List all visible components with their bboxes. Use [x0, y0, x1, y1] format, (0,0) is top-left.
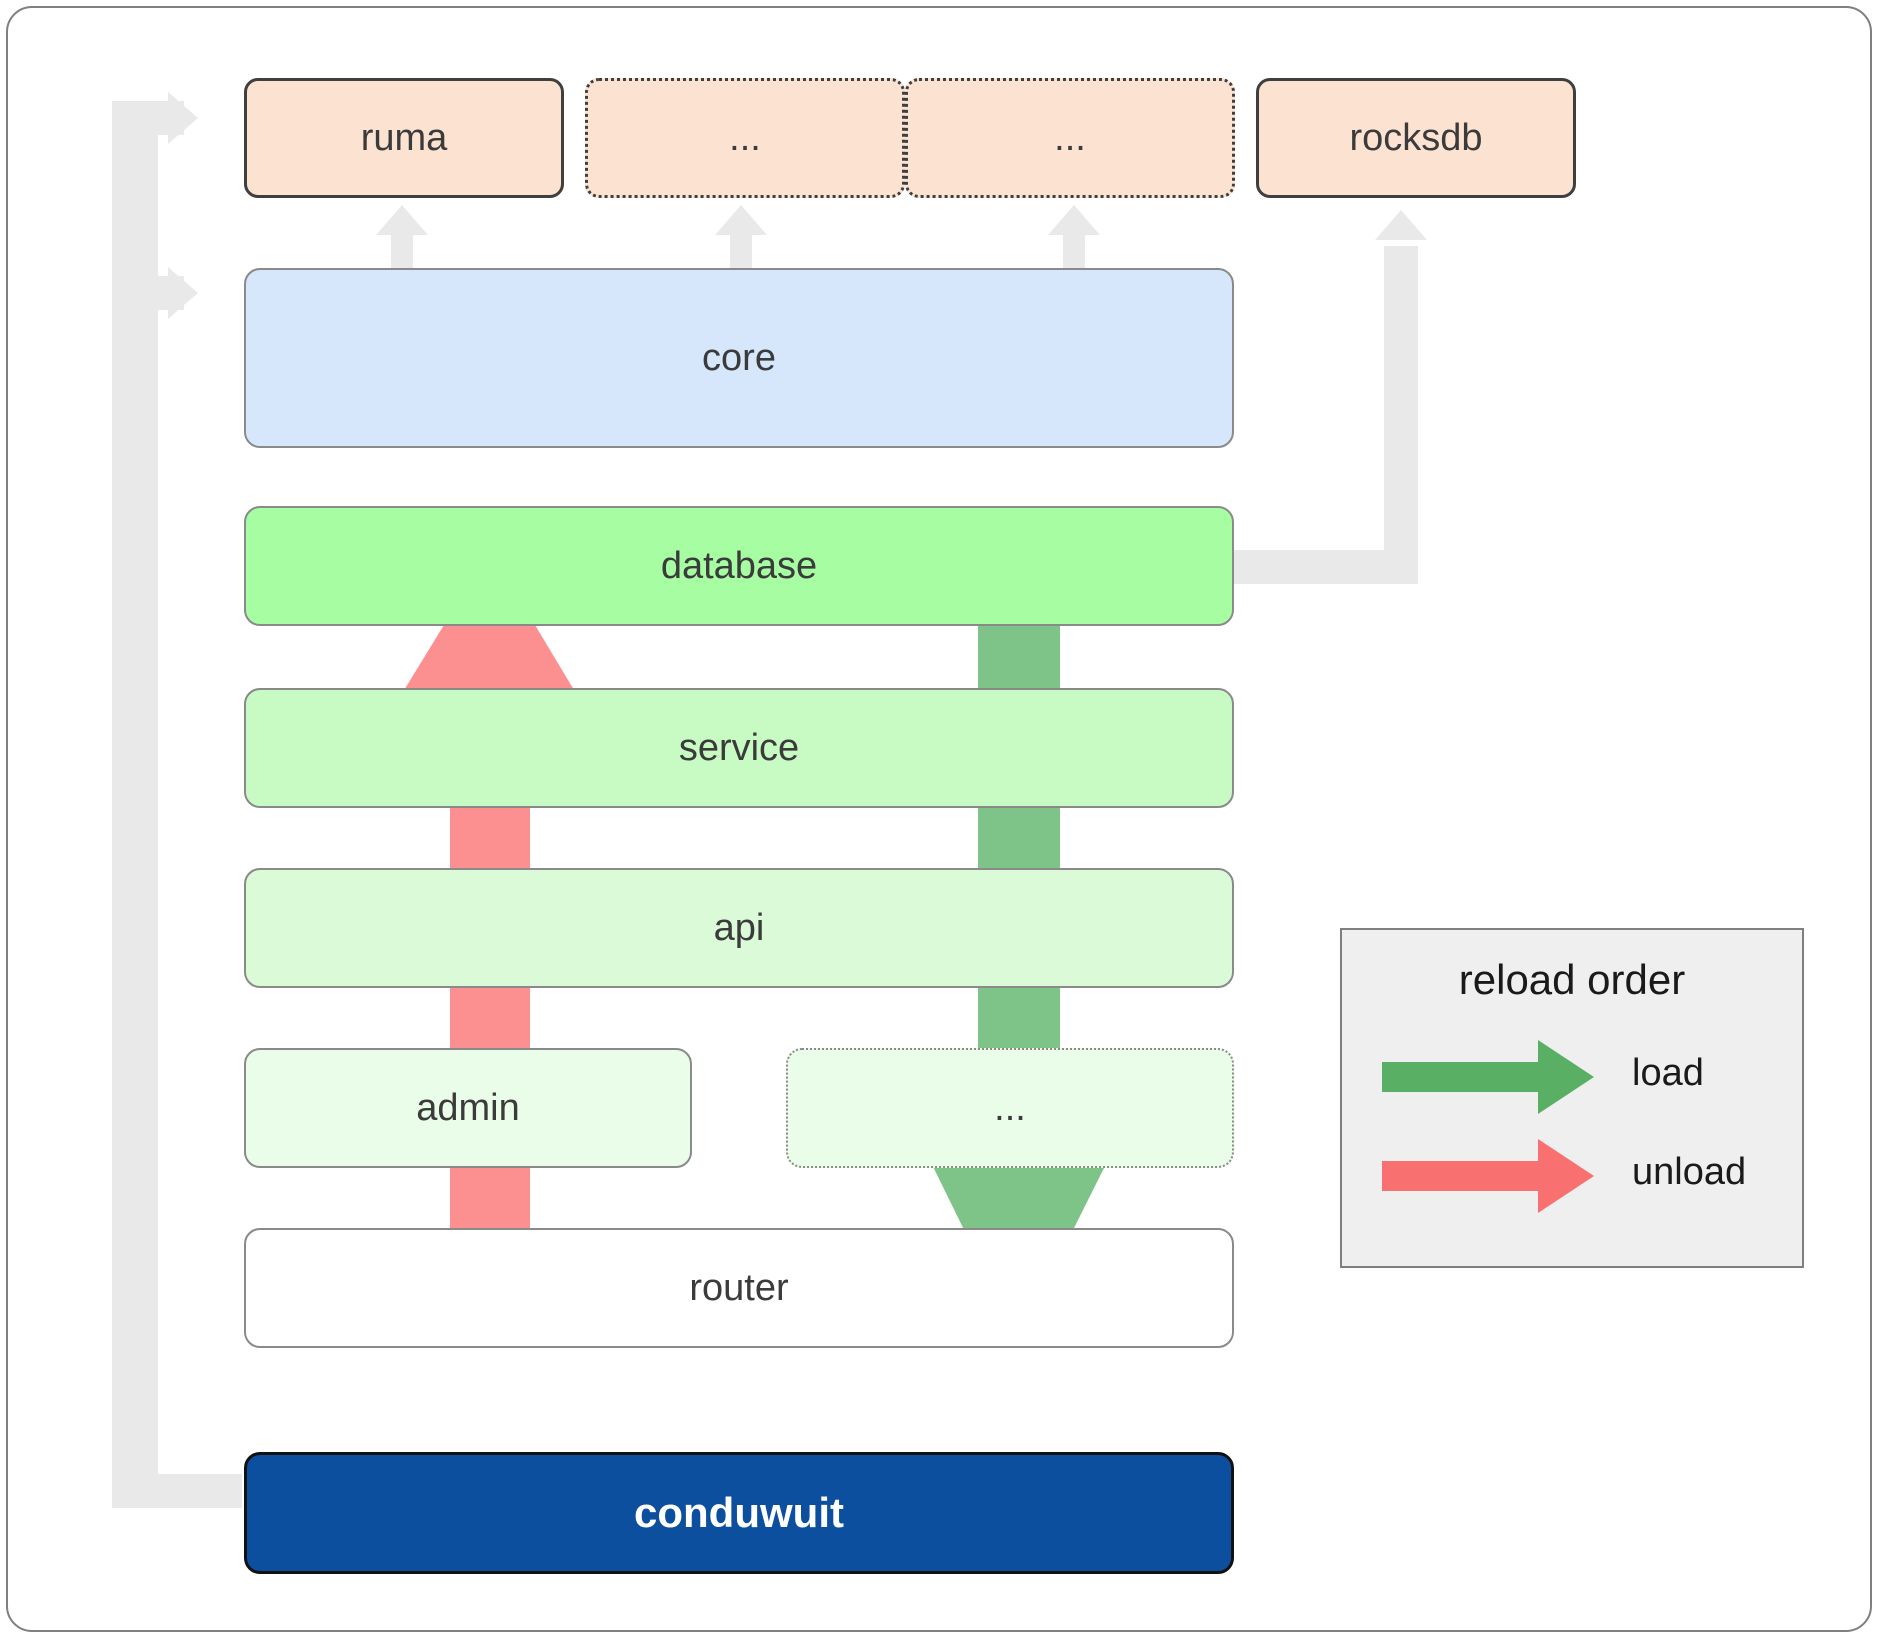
binary-box-conduwuit[interactable]: conduwuit — [244, 1452, 1234, 1574]
connector-to-ruma-arrowhead — [168, 92, 198, 144]
stack-label: router — [689, 1266, 789, 1309]
dependency-label: rocksdb — [1349, 116, 1483, 159]
connector-core-to-ruma — [391, 232, 413, 274]
stack-label: admin — [416, 1086, 520, 1129]
stack-label: ... — [994, 1086, 1026, 1129]
connector-branch-vertical — [134, 128, 158, 1508]
legend-unload-arrow-icon — [1382, 1139, 1594, 1213]
connector-core-to-ruma-arrowhead — [376, 205, 428, 235]
connector-core-to-dep3-arrowhead — [1048, 205, 1100, 235]
stack-box-api[interactable]: api — [244, 868, 1234, 988]
dependency-label: ... — [1054, 116, 1086, 159]
dependency-label: ruma — [360, 116, 448, 159]
stack-box-core[interactable]: core — [244, 268, 1234, 448]
stack-box-database[interactable]: database — [244, 506, 1234, 626]
dependency-box-ruma[interactable]: ruma — [244, 78, 564, 198]
legend-arrow-glyphs — [1382, 1040, 1594, 1213]
stack-box-router[interactable]: router — [244, 1228, 1234, 1348]
connector-rocksdb-arrowhead — [1375, 210, 1427, 240]
legend-title: reload order — [1458, 956, 1686, 1003]
legend-panel: reload order load unload — [1340, 928, 1804, 1268]
dependency-box-ellipsis-2[interactable]: ... — [905, 78, 1235, 198]
connector-core-to-dep3 — [1063, 232, 1085, 274]
stack-label: core — [702, 336, 776, 379]
stack-box-ellipsis[interactable]: ... — [786, 1048, 1234, 1168]
dependency-box-ellipsis-1[interactable]: ... — [585, 78, 905, 198]
connector-to-conduwuit — [112, 1474, 242, 1508]
connector-core-to-dep2-arrowhead — [715, 205, 767, 235]
stack-label: service — [678, 726, 800, 769]
stack-box-admin[interactable]: admin — [244, 1048, 692, 1168]
stack-box-service[interactable]: service — [244, 688, 1234, 808]
diagram-frame — [6, 6, 1872, 1632]
legend-label-load: load — [1632, 1052, 1704, 1094]
connector-database-to-rocksdb-vertical — [1384, 246, 1418, 566]
legend-label-unload: unload — [1632, 1151, 1747, 1193]
legend-load-arrow-icon — [1382, 1040, 1594, 1114]
connector-core-to-dep2 — [730, 232, 752, 274]
dependency-label: ... — [729, 116, 761, 159]
connector-to-core-arrowhead — [168, 267, 198, 319]
dependency-box-rocksdb[interactable]: rocksdb — [1256, 78, 1576, 198]
binary-label: conduwuit — [634, 1489, 844, 1536]
stack-label: database — [660, 544, 818, 587]
stack-label: api — [713, 906, 765, 949]
